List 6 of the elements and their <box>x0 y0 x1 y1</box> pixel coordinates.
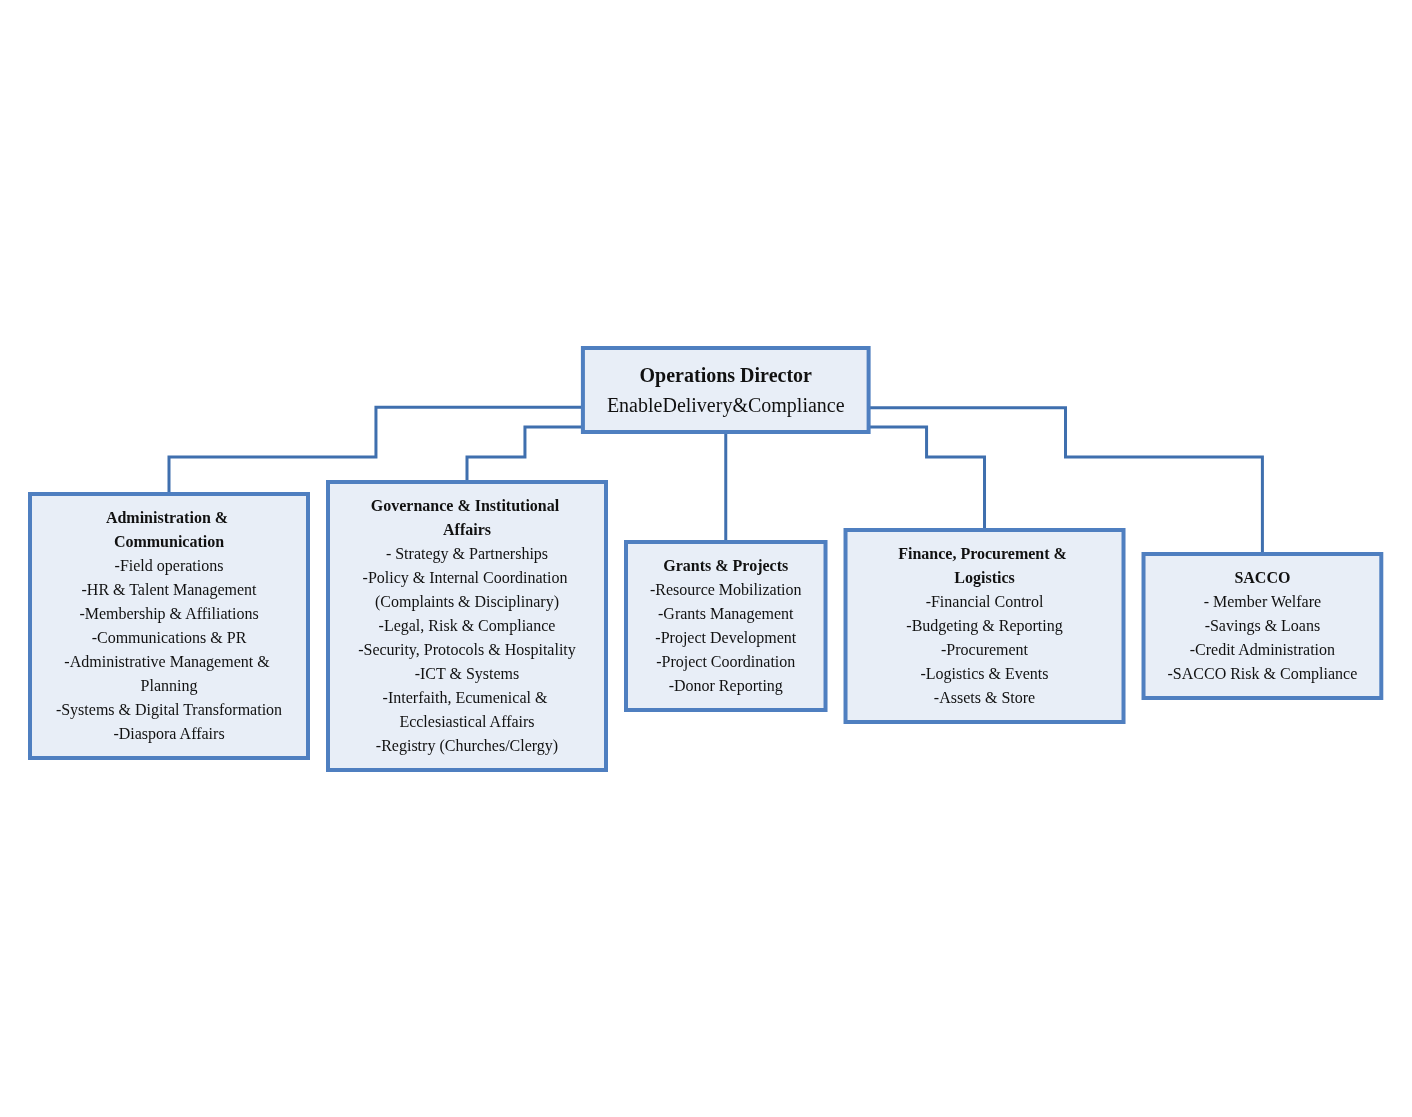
node-box: SACCO - Member Welfare -Savings & Loans -Credit Administration -SACCO Risk & Compliance <box>1141 551 1384 700</box>
node-box: Grants & Projects -Resource Mobilization -Grants Management -Project Development -Project Coordination -Donor Reporting <box>624 539 828 712</box>
node-box: Administration & Communication -Field operations -HR & Talent Management -Membership & Affiliations -Communications & PR -Administrative Management & Planning -Systems & Digital Transformation -Diaspora Affairs <box>28 491 311 760</box>
node-box: Governance & Institutional Affairs - Strategy & Partnerships -Policy & Internal Coordination (Complaints & Disciplinary) -Legal, Risk & Compliance -Security, Protocols & Hospitality -ICT & Systems -Interfaith, Ecumenical & Ecclesiastical Affairs -Registry (Churches/Clergy) <box>326 479 609 772</box>
node-box: Finance, Procurement & Logistics -Financial Control -Budgeting & Reporting -Procurement -Logistics & Events -Assets & Store <box>843 527 1126 724</box>
node-box: Operations Director EnableDelivery&Compliance <box>581 345 871 434</box>
